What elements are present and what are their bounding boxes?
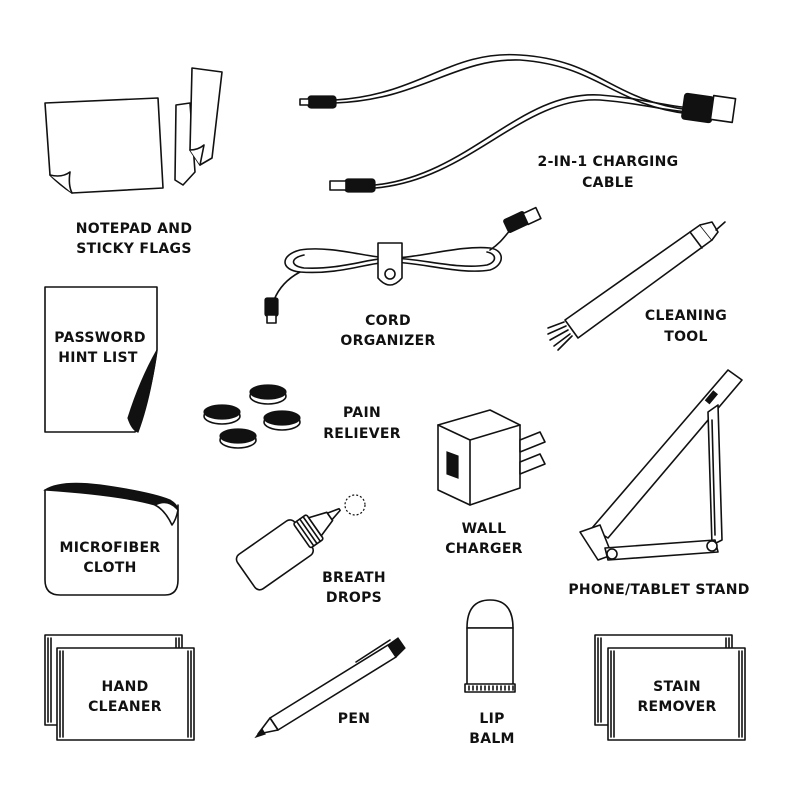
charger-label-line1: WALL xyxy=(462,521,507,537)
cord-label-line1: CORD xyxy=(365,313,411,329)
notepad-label-line1: NOTEPAD AND xyxy=(76,221,193,237)
hand-label-line2: CLEANER xyxy=(88,699,162,715)
cleaning-label-line2: TOOL xyxy=(664,329,707,345)
hand-cleaner-icon xyxy=(44,634,195,741)
wall-charger-icon xyxy=(437,409,546,506)
notepad-label-line2: STICKY FLAGS xyxy=(76,241,191,257)
breath-drops-icon xyxy=(235,507,341,591)
charging-cable-icon xyxy=(299,53,737,193)
drop-mist-icon xyxy=(344,494,366,516)
lip-balm-icon xyxy=(464,599,516,693)
hand-label-line1: HAND xyxy=(101,679,148,695)
microfiber-cloth-icon xyxy=(43,482,179,596)
sticky-flags-icon xyxy=(174,67,223,186)
cleaning-tool-icon xyxy=(547,221,726,351)
password-list-icon xyxy=(44,286,158,433)
charger-label-line2: CHARGER xyxy=(445,541,523,557)
balm-label-line1: LIP xyxy=(479,711,504,727)
stand-label: PHONE/TABLET STAND xyxy=(568,582,749,598)
cloth-label-line1: MICROFIBER xyxy=(60,540,161,556)
balm-label-line2: BALM xyxy=(469,731,515,747)
pain-label-line1: PAIN xyxy=(343,405,381,421)
pen-icon xyxy=(254,637,406,739)
drops-label-line2: DROPS xyxy=(326,590,382,606)
pen-label: PEN xyxy=(338,711,370,727)
pain-label-line2: RELIEVER xyxy=(323,426,401,442)
drops-label-line1: BREATH xyxy=(322,570,386,586)
cloth-label-line2: CLOTH xyxy=(83,560,136,576)
stain-label-line2: REMOVER xyxy=(637,699,716,715)
stain-remover-icon xyxy=(594,634,746,741)
cord-organizer-icon xyxy=(264,206,542,324)
password-label-line1: PASSWORD xyxy=(54,330,146,346)
notepad-icon xyxy=(44,97,164,194)
cable-label-line2: CABLE xyxy=(582,175,634,191)
phone-stand-icon xyxy=(579,369,743,561)
password-label-line2: HINT LIST xyxy=(58,350,138,366)
cleaning-label-line1: CLEANING xyxy=(645,308,727,324)
cord-label-line2: ORGANIZER xyxy=(340,333,435,349)
cable-label-line1: 2-IN-1 CHARGING xyxy=(538,154,679,170)
stain-label-line1: STAIN xyxy=(653,679,701,695)
pain-reliever-icon xyxy=(203,384,301,449)
